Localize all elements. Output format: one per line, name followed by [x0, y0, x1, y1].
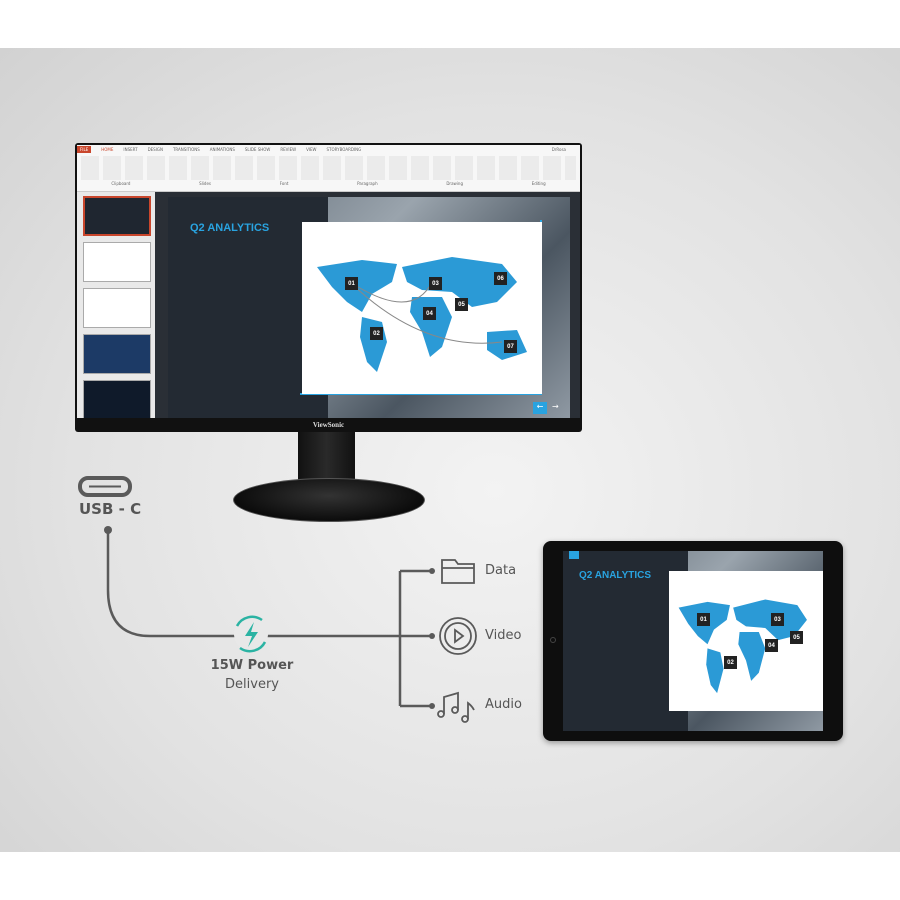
slide-canvas: Q2 ANALYTICS 01 02 03 04 05 06 07	[168, 197, 570, 418]
monitor-stand-base	[233, 478, 425, 522]
map-marker: 01	[697, 613, 710, 626]
power-delivery-icon	[234, 615, 268, 653]
map-marker: 03	[771, 613, 784, 626]
power-label: 15W Power	[210, 658, 294, 673]
tab-home[interactable]: HOME	[101, 147, 114, 152]
map-marker: 02	[370, 327, 383, 340]
cable-line	[106, 530, 400, 638]
tab-slide-show[interactable]: SLIDE SHOW	[244, 147, 271, 152]
tab-transitions[interactable]: TRANSITIONS	[172, 147, 200, 152]
group-slides: Slides	[199, 181, 212, 186]
tab-review[interactable]: REVIEW	[280, 147, 297, 152]
map-marker: 05	[455, 298, 468, 311]
map-marker: 06	[494, 272, 507, 285]
prev-arrow-icon[interactable]: ←	[533, 402, 547, 414]
output-label-data: Data	[485, 563, 517, 578]
tablet-screen: Q2 ANALYTICS 01 02 03 04 05	[563, 551, 823, 731]
play-icon	[439, 617, 477, 655]
tab-file[interactable]: FILE	[77, 146, 92, 153]
map-marker: 04	[423, 307, 436, 320]
map-marker: 01	[345, 277, 358, 290]
tab-animations[interactable]: ANIMATIONS	[209, 147, 235, 152]
map-marker: 03	[429, 277, 442, 290]
slide-thumbnails	[77, 192, 155, 418]
ribbon-groups: Clipboard Slides Font Paragraph Drawing …	[77, 181, 580, 186]
slide-thumbnail[interactable]	[83, 380, 151, 418]
folder-icon	[441, 559, 475, 584]
usb-c-label: USB - C	[79, 500, 142, 518]
music-note-icon	[437, 691, 475, 723]
map-card: 01 02 03 04 05 06 07	[302, 222, 542, 394]
map-marker: 05	[790, 631, 803, 644]
group-drawing: Drawing	[446, 181, 463, 186]
usb-c-port-icon	[78, 476, 132, 497]
map-marker: 04	[765, 639, 778, 652]
tab-design[interactable]: DESIGN	[147, 147, 163, 152]
slide-thumbnail[interactable]	[83, 334, 151, 374]
tab-insert[interactable]: INSERT	[123, 147, 138, 152]
output-label-video: Video	[485, 628, 522, 643]
tablet-slide-title: Q2 ANALYTICS	[579, 570, 652, 581]
map-marker: 02	[724, 656, 737, 669]
slide-thumbnail[interactable]	[83, 288, 151, 328]
slide-thumbnail[interactable]	[83, 196, 151, 236]
tablet-map-card: 01 02 03 04 05	[669, 571, 823, 711]
slide-thumbnail[interactable]	[83, 242, 151, 282]
slide-dark-panel	[168, 197, 328, 418]
group-editing: Editing	[531, 181, 546, 186]
power-label-sub: Delivery	[225, 677, 279, 692]
group-font: Font	[279, 181, 289, 186]
tab-view[interactable]: VIEW	[306, 147, 317, 152]
monitor-screen: FILE HOME INSERT DESIGN TRANSITIONS ANIM…	[77, 145, 580, 418]
ribbon: FILE HOME INSERT DESIGN TRANSITIONS ANIM…	[77, 145, 580, 192]
ribbon-tabs: FILE HOME INSERT DESIGN TRANSITIONS ANIM…	[77, 145, 580, 154]
slide-title: Q2 ANALYTICS	[190, 222, 270, 234]
ribbon-tools[interactable]	[81, 156, 576, 180]
tablet: Q2 ANALYTICS 01 02 03 04 05	[543, 541, 843, 741]
tablet-camera	[550, 637, 556, 643]
brand-logo: ViewSonic	[312, 421, 345, 429]
monitor: FILE HOME INSERT DESIGN TRANSITIONS ANIM…	[75, 143, 582, 432]
group-paragraph: Paragraph	[357, 181, 378, 186]
tab-storyboarding[interactable]: STORYBOARDING	[326, 147, 362, 152]
user-name: DrRosa	[551, 147, 566, 152]
group-clipboard: Clipboard	[111, 181, 131, 186]
next-arrow-icon[interactable]: →	[552, 402, 559, 411]
map-marker: 07	[504, 340, 517, 353]
output-label-audio: Audio	[485, 697, 522, 712]
